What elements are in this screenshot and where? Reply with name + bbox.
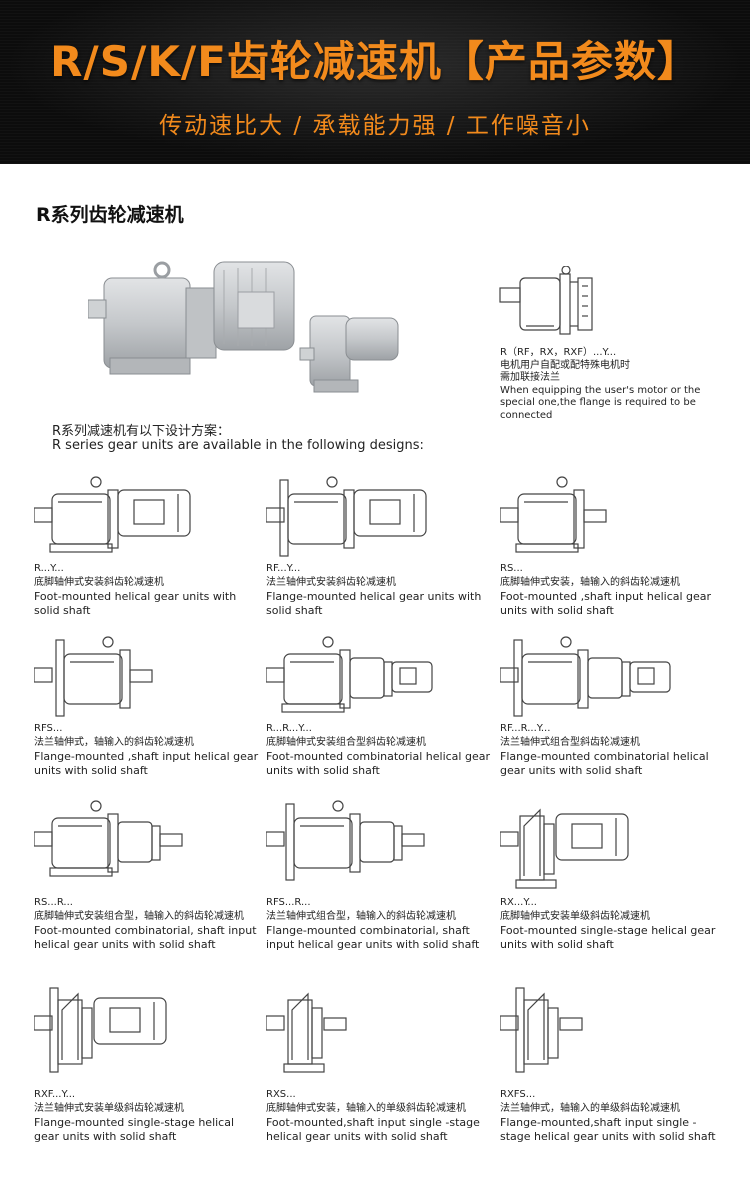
design-description-en: Foot-mounted single-stage helical gear u…: [500, 924, 716, 951]
flange-note-code: R（RF，RX，RXF）...Y...: [500, 347, 617, 358]
flange-note-en: When equipping the user's motor or the s…: [500, 384, 701, 421]
design-description-en: Flange-mounted helical gear units with s…: [266, 590, 482, 617]
gear-unit-drawing-icon: [500, 636, 671, 717]
gear-unit-drawing-icon: [266, 636, 433, 713]
design-figure: [266, 472, 502, 568]
banner-title: R/S/K/F齿轮减速机【产品参数】: [50, 37, 700, 86]
design-caption: RF...Y... 法兰轴伸式安装斜齿轮减速机 Flange-mounted hel…: [266, 562, 492, 618]
design-description-cn: 法兰轴伸式，轴输入的单级斜齿轮减速机: [500, 1103, 680, 1114]
gear-unit-drawing-icon: [34, 800, 183, 877]
design-description-en: Foot-mounted helical gear units with sol…: [34, 590, 237, 617]
design-figure: [266, 980, 502, 1084]
design-figure: [266, 632, 502, 728]
design-caption: RF...R...Y... 法兰轴伸式组合型斜齿轮减速机 Flange-mounte…: [500, 722, 720, 778]
flange-note-cn2: 需加联接法兰: [500, 372, 560, 384]
design-description-cn: 底脚轴伸式安装，轴输入的单级斜齿轮减速机: [266, 1103, 466, 1114]
design-description-en: Foot-mounted,shaft input single -stage h…: [266, 1116, 480, 1143]
design-code: RS...R...: [34, 897, 73, 908]
flange-note-figure: [496, 266, 732, 342]
design-code: RXFS...: [500, 1089, 536, 1100]
design-description-en: Flange-mounted combinatorial, shaft inpu…: [266, 924, 480, 951]
gear-unit-drawing-icon: [266, 992, 347, 1073]
section-title: R系列齿轮减速机: [36, 204, 184, 226]
design-figure: [34, 632, 270, 728]
design-description-en: Flange-mounted combinatorial helical gea…: [500, 750, 709, 777]
design-description-cn: 法兰轴伸式安装单级斜齿轮减速机: [34, 1103, 184, 1114]
design-code: RF...Y...: [266, 563, 301, 574]
design-caption: RFS...R... 法兰轴伸式组合型，轴输入的斜齿轮减速机 Flange-moun…: [266, 896, 492, 952]
design-caption: RXS... 底脚轴伸式安装，轴输入的单级斜齿轮减速机 Foot-mounted,s…: [266, 1088, 492, 1144]
gear-unit-drawing-icon: [500, 987, 583, 1073]
design-description-en: Foot-mounted combinatorial, shaft input …: [34, 924, 257, 951]
design-description-cn: 法兰轴伸式组合型斜齿轮减速机: [500, 737, 640, 748]
design-code: RX...Y...: [500, 897, 537, 908]
design-code: RS...: [500, 563, 523, 574]
design-caption: R...R...Y... 底脚轴伸式安装组合型斜齿轮减速机 Foot-mounted…: [266, 722, 492, 778]
design-code: R...Y...: [34, 563, 64, 574]
design-description-cn: 法兰轴伸式安装斜齿轮减速机: [266, 577, 396, 588]
design-description-cn: 底脚轴伸式安装斜齿轮减速机: [34, 577, 164, 588]
design-caption: RS...R... 底脚轴伸式安装组合型，轴输入的斜齿轮减速机 Foot-mount…: [34, 896, 260, 952]
gear-unit-drawing-icon: [34, 987, 167, 1073]
design-figure: [34, 796, 270, 892]
design-figure: [500, 472, 736, 568]
design-description-cn: 底脚轴伸式安装组合型斜齿轮减速机: [266, 737, 426, 748]
design-caption: RX...Y... 底脚轴伸式安装单级斜齿轮减速机 Foot-mounted sin…: [500, 896, 720, 952]
design-caption: RFS... 法兰轴伸式，轴输入的斜齿轮减速机 Flange-mounted ,sh…: [34, 722, 260, 778]
gear-unit-drawing-icon: [34, 636, 153, 717]
design-caption: RXFS... 法兰轴伸式，轴输入的单级斜齿轮减速机 Flange-mounted,…: [500, 1088, 720, 1144]
design-figure: [500, 796, 736, 892]
design-code: RFS...: [34, 723, 63, 734]
gear-unit-drawing-icon: [34, 476, 191, 553]
design-description-cn: 法兰轴伸式，轴输入的斜齿轮减速机: [34, 737, 194, 748]
intro-english: R series gear units are available in the…: [52, 438, 424, 453]
flange-note: R（RF，RX，RXF）...Y... 电机用户自配或配特殊电机时 需加联接法兰…: [500, 347, 730, 423]
flange-note-cn1: 电机用户自配或配特殊电机时: [500, 359, 630, 371]
design-code: RXS...: [266, 1089, 296, 1100]
design-description-en: Flange-mounted single-stage helical gear…: [34, 1116, 235, 1143]
design-code: R...R...Y...: [266, 723, 312, 734]
product-photo: [88, 261, 399, 393]
design-caption: R...Y... 底脚轴伸式安装斜齿轮减速机 Foot-mounted helica…: [34, 562, 260, 618]
design-figure: [500, 632, 736, 728]
design-figure: [500, 980, 736, 1084]
design-description-en: Foot-mounted ,shaft input helical gear u…: [500, 590, 712, 617]
design-figure: [34, 472, 270, 568]
gear-unit-drawing-icon: [266, 476, 427, 557]
design-figure: [34, 980, 270, 1084]
design-caption: RXF...Y... 法兰轴伸式安装单级斜齿轮减速机 Flange-mounted …: [34, 1088, 260, 1144]
design-code: RFS...R...: [266, 897, 311, 908]
design-caption: RS... 底脚轴伸式安装，轴输入的斜齿轮减速机 Foot-mounted ,sha…: [500, 562, 720, 618]
design-code: RXF...Y...: [34, 1089, 76, 1100]
flange-adapter-icon: [499, 266, 593, 335]
design-description-cn: 底脚轴伸式安装，轴输入的斜齿轮减速机: [500, 577, 680, 588]
design-description-en: Flange-mounted,shaft input single -stage…: [500, 1116, 716, 1143]
design-description-cn: 底脚轴伸式安装单级斜齿轮减速机: [500, 911, 650, 922]
design-description-cn: 法兰轴伸式组合型，轴输入的斜齿轮减速机: [266, 911, 456, 922]
intro-chinese: R系列减速机有以下设计方案：: [52, 424, 231, 439]
design-description-cn: 底脚轴伸式安装组合型，轴输入的斜齿轮减速机: [34, 911, 244, 922]
design-description-en: Foot-mounted combinatorial helical gear …: [266, 750, 490, 777]
design-code: RF...R...Y...: [500, 723, 551, 734]
design-figure: [266, 796, 502, 892]
gear-unit-drawing-icon: [500, 808, 629, 889]
design-description-en: Flange-mounted ,shaft input helical gear…: [34, 750, 259, 777]
gear-unit-drawing-icon: [266, 800, 425, 881]
header-banner: R/S/K/F齿轮减速机【产品参数】 传动速比大 / 承载能力强 / 工作噪音小: [0, 0, 750, 164]
banner-subtitle: 传动速比大 / 承载能力强 / 工作噪音小: [159, 113, 591, 139]
gear-unit-drawing-icon: [500, 476, 607, 553]
